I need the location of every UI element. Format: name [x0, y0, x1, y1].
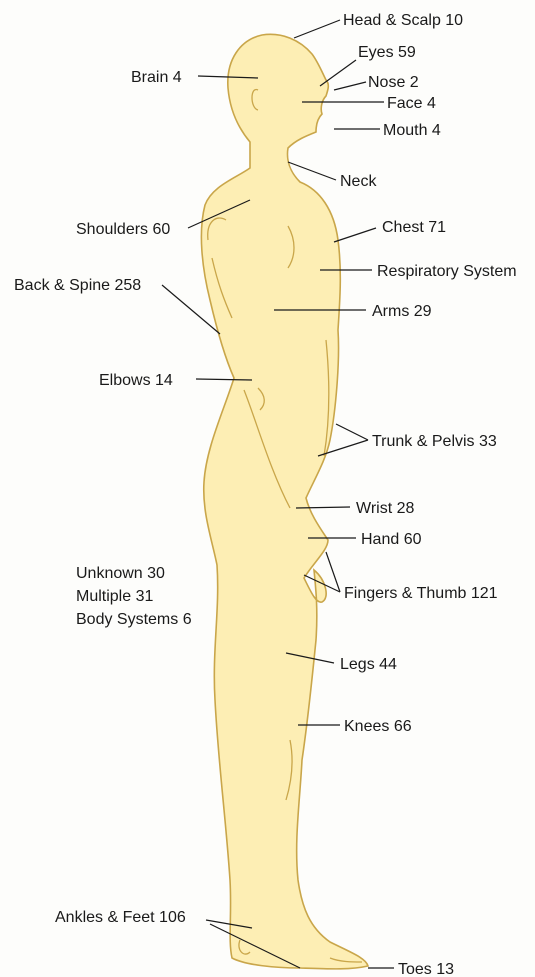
label-chest: Chest 71 — [382, 219, 446, 236]
label-wrist: Wrist 28 — [356, 500, 414, 517]
label-face: Face 4 — [387, 95, 436, 112]
label-legs: Legs 44 — [340, 656, 397, 673]
leader-nose — [334, 82, 366, 90]
label-unknown: Unknown 30 — [76, 565, 165, 582]
label-elbows: Elbows 14 — [99, 372, 173, 389]
leader-trunk-1 — [336, 424, 368, 440]
label-knees: Knees 66 — [344, 718, 412, 735]
leader-chest — [334, 228, 376, 242]
leader-eyes — [320, 60, 356, 86]
label-hand: Hand 60 — [361, 531, 422, 548]
label-respiratory: Respiratory System — [377, 263, 517, 280]
label-arms: Arms 29 — [372, 303, 432, 320]
label-fingers-thumb: Fingers & Thumb 121 — [344, 585, 498, 602]
leader-head-scalp — [294, 20, 340, 38]
label-ankles-feet: Ankles & Feet 106 — [55, 909, 186, 926]
label-eyes: Eyes 59 — [358, 44, 416, 61]
label-trunk-pelvis: Trunk & Pelvis 33 — [372, 433, 497, 450]
label-mouth: Mouth 4 — [383, 122, 441, 139]
label-multiple: Multiple 31 — [76, 588, 153, 605]
label-head-scalp: Head & Scalp 10 — [343, 12, 463, 29]
label-shoulders: Shoulders 60 — [76, 221, 170, 238]
label-nose: Nose 2 — [368, 74, 419, 91]
label-neck: Neck — [340, 173, 377, 190]
label-toes: Toes 13 — [398, 961, 454, 977]
label-back-spine: Back & Spine 258 — [14, 277, 141, 294]
label-brain: Brain 4 — [131, 69, 182, 86]
label-body-systems: Body Systems 6 — [76, 611, 192, 628]
